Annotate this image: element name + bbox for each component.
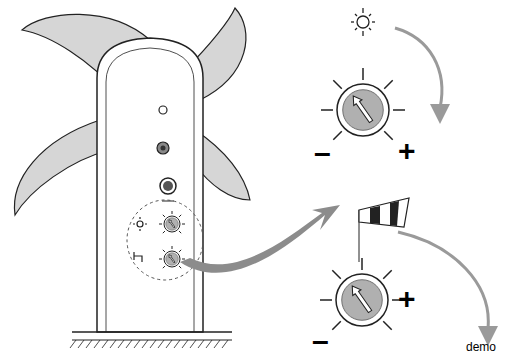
scale-tick	[333, 131, 341, 139]
scale-tick	[384, 80, 392, 88]
knob-ring	[164, 251, 180, 267]
scale-tick	[179, 250, 181, 252]
scale-tick	[332, 270, 340, 278]
windsock-icon	[359, 198, 409, 262]
knob-pointer	[348, 283, 374, 314]
knob-ring	[337, 84, 389, 136]
sun-icon	[351, 8, 375, 36]
zoom-arrow	[180, 205, 340, 273]
scale-sign: –	[314, 138, 331, 168]
scale-tick	[163, 266, 165, 268]
hatch-stroke	[102, 340, 108, 348]
scale-tick	[383, 321, 391, 329]
scale-tick	[179, 266, 181, 268]
hatch-stroke	[190, 340, 196, 348]
housing	[70, 38, 232, 348]
scale-tick	[159, 259, 162, 260]
hatch-stroke	[166, 340, 172, 348]
scale-sign: +	[398, 136, 416, 166]
scale-tick	[361, 258, 363, 270]
mode-label: demo	[466, 341, 496, 353]
hatch-stroke	[78, 340, 84, 348]
scale-tick	[332, 321, 340, 329]
hatch-stroke	[222, 340, 228, 348]
scale-tick	[333, 80, 341, 88]
rotation-arrows	[395, 28, 488, 328]
knob-pointer	[168, 219, 176, 229]
hatch-stroke	[94, 340, 100, 348]
scale-tick	[321, 109, 333, 111]
hatch-stroke	[214, 340, 220, 348]
hatch-stroke	[198, 340, 204, 348]
scale-tick	[179, 215, 181, 217]
scale-tick	[383, 270, 391, 278]
scale-tick	[179, 231, 181, 233]
scale-tick	[384, 131, 392, 139]
knob-pointer	[349, 93, 375, 124]
scale-sign: –	[312, 326, 329, 356]
scale-tick	[172, 246, 173, 249]
scale-tick	[163, 250, 165, 252]
hatch-stroke	[206, 340, 212, 348]
hatch-stroke	[158, 340, 164, 348]
scale-tick	[163, 215, 165, 217]
hatch-stroke	[182, 340, 188, 348]
scale-tick	[159, 224, 162, 225]
knob-ring	[164, 216, 180, 232]
scale-tick	[362, 68, 364, 80]
knob-pointer	[168, 254, 176, 264]
scale-tick	[163, 231, 165, 233]
knob-cap	[166, 218, 178, 230]
hatch-stroke	[110, 340, 116, 348]
hatch-stroke	[126, 340, 132, 348]
hatch-stroke	[134, 340, 140, 348]
knob-cap	[342, 280, 383, 321]
scale-tick	[182, 224, 185, 225]
hatch-stroke	[70, 340, 76, 348]
scale-tick	[172, 211, 173, 214]
knob-ring	[336, 274, 388, 326]
scale-sign: +	[398, 284, 416, 314]
knob-cap	[166, 253, 178, 265]
hatch-stroke	[150, 340, 156, 348]
scale-tick	[320, 299, 332, 301]
scale-tick	[393, 109, 405, 111]
scale-tick	[182, 259, 185, 260]
knob-cap	[343, 90, 384, 131]
hatch-stroke	[118, 340, 124, 348]
hatch-stroke	[174, 340, 180, 348]
hatch-stroke	[86, 340, 92, 348]
hatch-stroke	[142, 340, 148, 348]
